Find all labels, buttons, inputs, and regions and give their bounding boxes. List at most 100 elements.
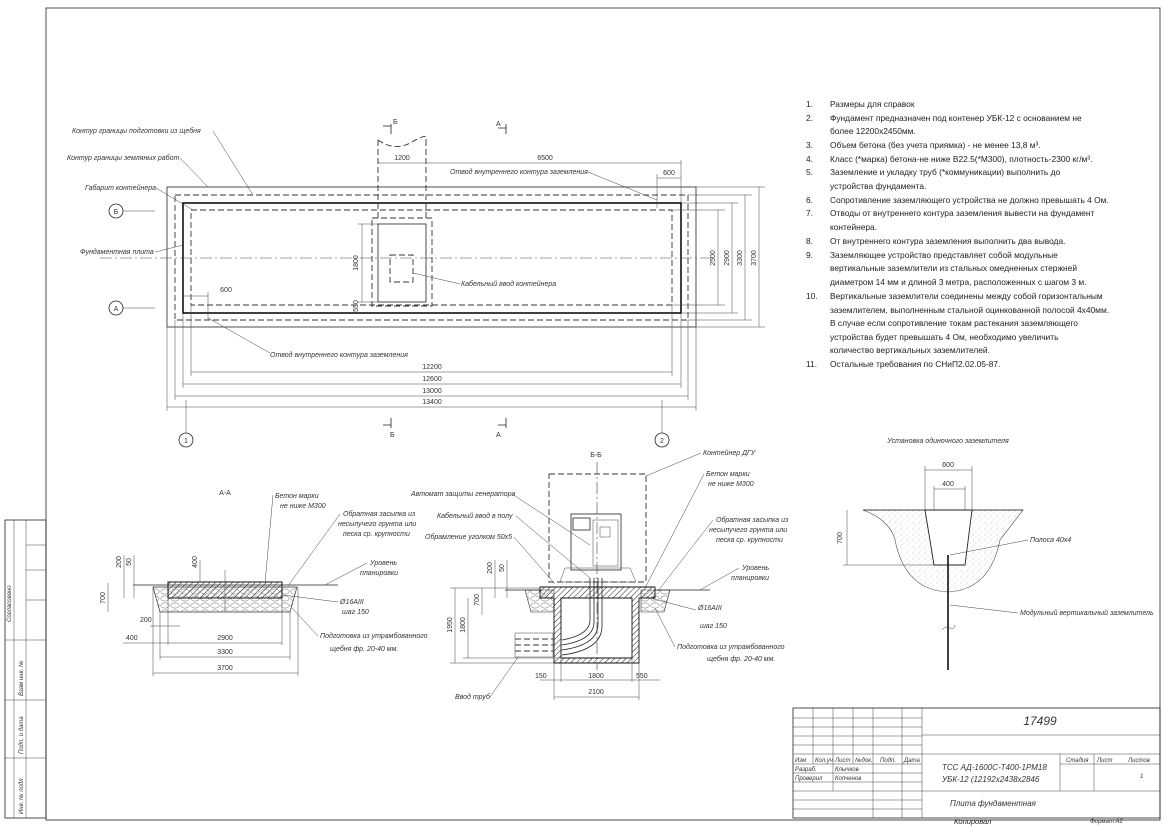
section-aa-dims-d50-text: 50 (126, 558, 133, 566)
section-aa-dims-d200-text: 200 (140, 617, 152, 624)
plan-dims-d1800-text: 1800 (353, 255, 360, 271)
notes-0-num-text: 1. (806, 99, 813, 109)
plan-dims-d12600-text: 12600 (422, 376, 442, 383)
grounding-detail: Установка одиночного заземлителя 600 400… (837, 437, 1154, 670)
title-block-sheet-label-text: Лист (1096, 758, 1112, 764)
section-bb-angle-frame-text: Обрамление уголком 50х5 (425, 533, 512, 541)
section-bb-grade-1-text: планировки (731, 575, 769, 582)
notes-7-num-text: 8. (806, 236, 813, 246)
section-bb-dims-d50-text: 50 (499, 564, 506, 572)
section-a-a: А-А Бетон марки не ниже М300 Обратная за… (100, 490, 428, 676)
section-bb-dims-d150-text: 150 (535, 673, 547, 680)
grounding-title-text: Установка одиночного заземлителя (886, 437, 1009, 445)
label-container-envelope: Габарит контейнера (85, 184, 156, 192)
notes-1-lines-1-text: более 12200х2450мм. (830, 126, 916, 136)
section-bb-gravel-0-text: Подготовка из утрамбованного (677, 643, 785, 651)
notes-8-num-text: 9. (806, 250, 813, 260)
title-block-headers-0-text: Изм (795, 758, 806, 764)
section-bb-concrete-0-text: Бетон марки (706, 471, 750, 478)
notes-8-lines-1-text: вертикальные заземлители из стальных оме… (830, 263, 1077, 273)
title-block-headers-5-text: Дата (903, 758, 920, 764)
section-bb-rebar-1-text: шаг 150 (700, 623, 727, 630)
notes-6-num-text: 7. (806, 208, 813, 218)
notes-9-num-text: 10. (806, 291, 818, 301)
section-bb-rebar-0-text: Ø16АIII (697, 605, 722, 612)
section-aa-dims-d400top-text: 400 (192, 556, 199, 568)
section-bb-dims-d1800-text: 1800 (588, 673, 604, 680)
title-block-stage-label-text: Стадия (1066, 758, 1089, 764)
section-bb-title-text: Б-Б (590, 452, 602, 459)
title-block-checked-name-text: Копченов (835, 776, 861, 782)
grounding-rod-text: Модульный вертикальный заземлитель (1020, 609, 1154, 617)
plan-dims-d13000-text: 13000 (422, 388, 442, 395)
section-bb-pipe-entry-text: Ввод труб (455, 693, 491, 701)
notes-2-lines-0-text: Объем бетона (без учета приямка) - не ме… (830, 140, 1041, 150)
section-bb-backfill-2-text: песка ср. крупности (716, 537, 783, 544)
section-bb-dims-d700-text: 700 (474, 594, 481, 606)
plan-dims-d13400-text: 13400 (422, 399, 442, 406)
cable-pit-outline (371, 217, 433, 307)
notes-1-lines-0-text: Фундамент предназначен под контенер УБК-… (830, 113, 1082, 123)
title-block-drawing-title-text: Плита фундаментная (950, 799, 1037, 808)
title-block-developed-name-text: Клычков (835, 767, 859, 773)
title-block-format-text: Формат А2 (1090, 819, 1123, 825)
plan-section-marks-b-top-text: Б (393, 119, 398, 126)
notes-5-lines-0-text: Сопротивление заземляющего устройства не… (830, 195, 1109, 205)
title-block-product-0-text: ТСС АД-1600С-Т400-1РМ18 (942, 763, 1047, 772)
section-aa-backfill-2-text: песка ср. крупности (343, 531, 410, 538)
section-aa-dims-d2900-text: 2900 (217, 635, 233, 642)
notes-4-lines-0-text: Заземление и укладку труб (*коммуникации… (830, 167, 1060, 177)
plan-dims-d600-top-text: 600 (663, 170, 675, 177)
section-aa-backfill-1-text: несыпучего грунта или (338, 521, 416, 528)
section-aa-rebar-1-text: шаг 150 (342, 609, 369, 616)
plan-axes-b-text: Б (114, 209, 119, 216)
cable-pipes (561, 578, 603, 656)
plan-dims-d600-left-text: 600 (220, 287, 232, 294)
title-block-checked-label-text: Проверил (795, 776, 823, 782)
plan-axes-one-text: 1 (184, 438, 188, 445)
label-gravel-contour: Контур границы подготовки из щебня (72, 127, 201, 135)
grounding-strip-text: Полоса 40х4 (1030, 537, 1071, 544)
plan-dims-d550-text: 550 (353, 300, 360, 312)
label-foundation-slab: Фундаментная плита (80, 248, 154, 256)
section-bb-backfill-1-text: несыпучего грунта или (709, 527, 787, 534)
notes-9-lines-0-text: Вертикальные заземлители соединены между… (830, 291, 1103, 301)
plan-section-marks-a-top-text: А (496, 121, 501, 128)
section-aa-dims-d400-text: 400 (126, 635, 138, 642)
plan-dims-d12200-text: 12200 (422, 364, 442, 371)
section-bb-breaker-text: Автомат защиты генератора (410, 491, 516, 498)
title-block: 17499 Изм Кол.уч Лист №док. Подп. Дата Р… (792, 707, 1161, 826)
label-cable-entry: Кабельный ввод контейнера (461, 280, 556, 288)
title-block-developed-label-text: Разраб. (795, 767, 817, 773)
plan-axes-two-text: 2 (660, 438, 664, 445)
section-aa-dims-d700-text: 700 (100, 592, 107, 604)
title-block-headers-3-text: №док. (855, 757, 873, 764)
cable-pit (377, 223, 427, 303)
plan-view: Б А 1 2 Б Б А А 1200 6500 600 600 1800 5… (67, 119, 765, 448)
section-aa-dims-d3300-text: 3300 (217, 649, 233, 656)
section-aa-gravel-1-text: щебня фр. 20-40 мм. (330, 645, 398, 653)
general-notes: 1.Размеры для справок 2.Фундамент предна… (806, 99, 1109, 369)
side-stamp-inv-orig-text: Инв. № подл. (18, 777, 25, 814)
notes-4-num-text: 5. (806, 167, 813, 177)
section-aa-grade-1-text: планировки (360, 570, 398, 577)
label-ground-tap-top: Отвод внутреннего контура заземления (450, 168, 588, 176)
label-ground-tap-bottom: Отвод внутреннего контура заземления (270, 351, 408, 359)
section-bb-grade-0-text: Уровень (741, 565, 769, 572)
notes-9-lines-4-text: количество вертикальных заземлителей. (830, 345, 990, 355)
grounding-dims-d600-text: 600 (942, 462, 954, 469)
plan-axes-a-text: А (114, 306, 119, 313)
gravel-contour (174, 194, 689, 321)
plan-dims-d2900-text: 2900 (724, 250, 731, 266)
title-block-headers-1-text: Кол.уч (815, 758, 833, 764)
earthwork-contour (166, 186, 697, 328)
side-stamp-agreed-text: Согласовано (7, 585, 13, 622)
plan-dims-d6500-text: 6500 (537, 155, 553, 162)
label-earthwork-contour: Контур границы земляных работ (67, 154, 180, 162)
notes-8-lines-0-text: Заземляющее устройство представляет собо… (830, 250, 1058, 260)
title-block-headers-4-text: Подп. (880, 758, 896, 764)
section-break (377, 136, 427, 218)
section-bb-dims-d2100-text: 2100 (588, 689, 604, 696)
